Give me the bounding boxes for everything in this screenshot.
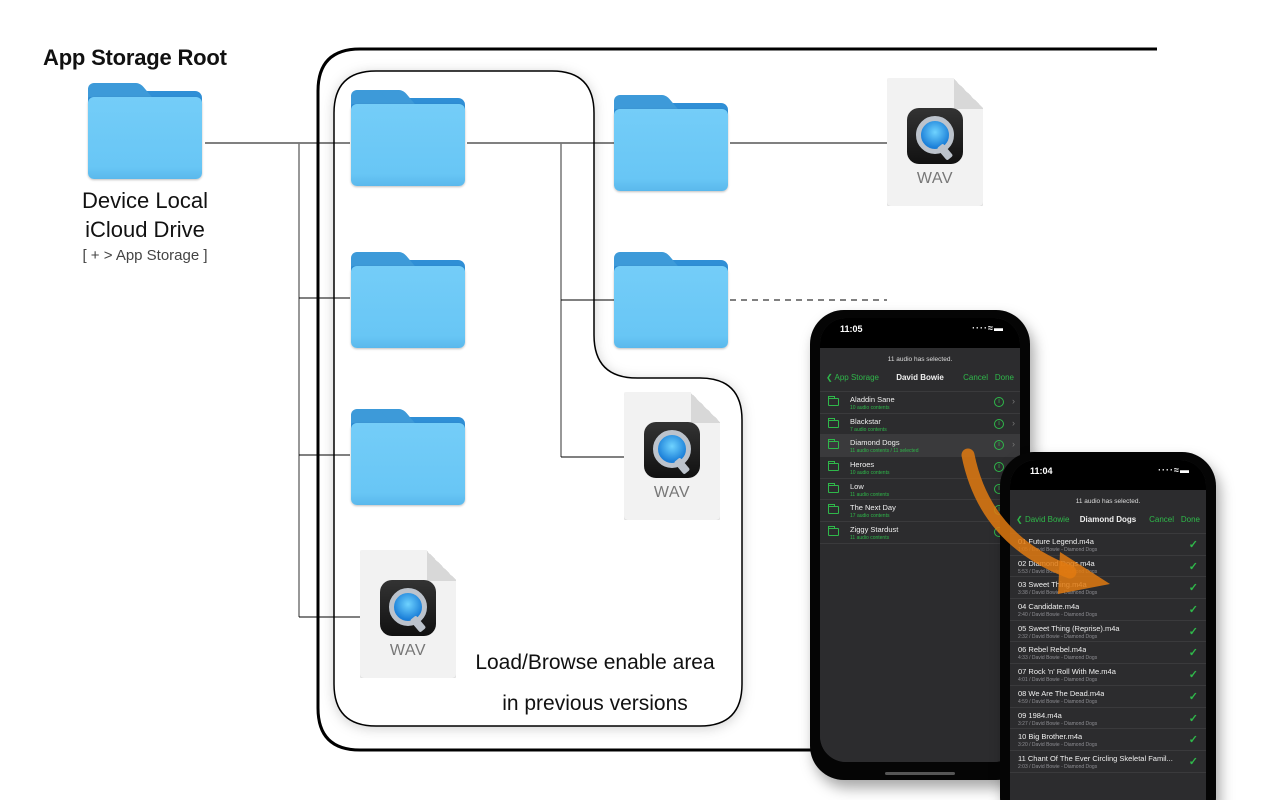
checkmark-icon: ✓ (1188, 734, 1198, 747)
status-icons: ····≈▬ (972, 323, 1004, 333)
phone-albums: 11:05 ····≈▬ 11 audio has selected. ❮ Ap… (810, 310, 1030, 780)
quicktime-icon (907, 108, 963, 164)
home-indicator (885, 772, 955, 775)
area-caption: Load/Browse enable area in previous vers… (475, 651, 715, 715)
folder-icon (828, 461, 839, 472)
root-label-line2: iCloud Drive (85, 217, 205, 242)
checkmark-icon: ✓ (1188, 539, 1198, 551)
cancel-button[interactable]: Cancel (1149, 515, 1174, 524)
nav-bar: ❮ David Bowie Diamond Dogs Cancel Done (1010, 511, 1206, 533)
folder-icon (828, 526, 839, 537)
folder-selected-icon (828, 439, 839, 450)
done-button[interactable]: Done (1180, 515, 1200, 524)
quicktime-icon (644, 422, 700, 478)
checkmark-icon: ✓ (1188, 560, 1198, 573)
checkmark-icon: ✓ (1188, 604, 1198, 617)
folder-icon (828, 482, 839, 493)
root-label-line1: Device Local (82, 188, 208, 213)
root-folder-icon (88, 83, 202, 179)
folder-icon (828, 417, 839, 428)
selection-message: 11 audio has selected. (1075, 498, 1141, 505)
selection-message: 11 audio has selected. (887, 356, 953, 363)
root-label: Device Local iCloud Drive (50, 186, 240, 244)
checkmark-icon: ✓ (1188, 582, 1198, 595)
checkmark-icon: ✓ (1188, 669, 1198, 682)
root-sublabel: [ + > App Storage ] (82, 247, 208, 264)
nav-bar: ❮ App Storage David Bowie Cancel Done (820, 369, 1020, 391)
info-icon[interactable]: i (994, 397, 1004, 407)
outer-frame (316, 47, 1157, 752)
info-icon[interactable]: i (994, 440, 1004, 451)
chevron-right-icon: › (1012, 396, 1015, 406)
folder-icon (828, 396, 839, 406)
back-button[interactable]: ❮ App Storage (826, 373, 879, 382)
checkmark-icon: ✓ (1188, 690, 1198, 703)
cancel-button[interactable]: Cancel (963, 373, 988, 382)
chevron-right-icon: › (1012, 417, 1015, 428)
wav-file-icon: WAV (360, 550, 456, 678)
root-title: App Storage Root (43, 45, 227, 70)
checkmark-icon: ✓ (1188, 625, 1198, 638)
folder-icon (828, 504, 839, 515)
phone-tracks: 11:04 ····≈▬ 11 audio has selected. ❮ Da… (1000, 452, 1216, 800)
nav-title: David Bowie (896, 373, 944, 382)
checkmark-icon: ✓ (1188, 755, 1198, 768)
nav-title: Diamond Dogs (1079, 515, 1137, 524)
folder-icon (351, 90, 465, 186)
folder-icon (614, 252, 728, 348)
status-time: 11:05 (840, 324, 863, 334)
quicktime-icon (380, 580, 436, 636)
checkmark-icon: ✓ (1188, 712, 1198, 725)
wav-file-icon: WAV (887, 78, 983, 206)
checkmark-icon: ✓ (1188, 647, 1198, 660)
status-icons: ····≈▬ (1158, 465, 1190, 475)
folder-icon (614, 95, 728, 191)
folder-icon (351, 409, 465, 505)
chevron-right-icon: › (1012, 439, 1015, 450)
done-button[interactable]: Done (994, 373, 1014, 382)
folder-icon (351, 252, 465, 348)
track-row[interactable]: 11 Chant Of The Ever Circling Skeletal F… (1010, 751, 1206, 773)
status-time: 11:04 (1030, 466, 1053, 476)
wav-file-icon: WAV (624, 392, 720, 520)
info-icon[interactable]: i (994, 418, 1004, 429)
